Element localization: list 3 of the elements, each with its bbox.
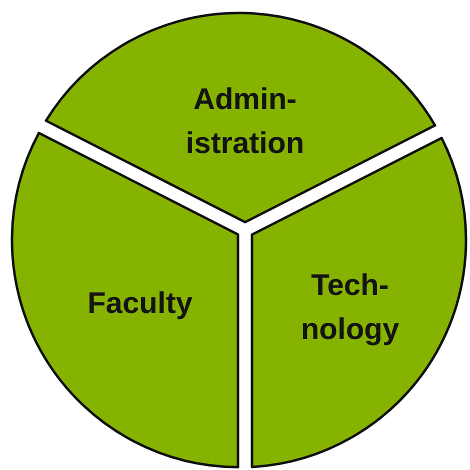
sector-label: Faculty bbox=[86, 286, 194, 322]
sector-label: Tech- nology bbox=[300, 268, 400, 348]
sector-label: Admin- istration bbox=[184, 82, 306, 162]
